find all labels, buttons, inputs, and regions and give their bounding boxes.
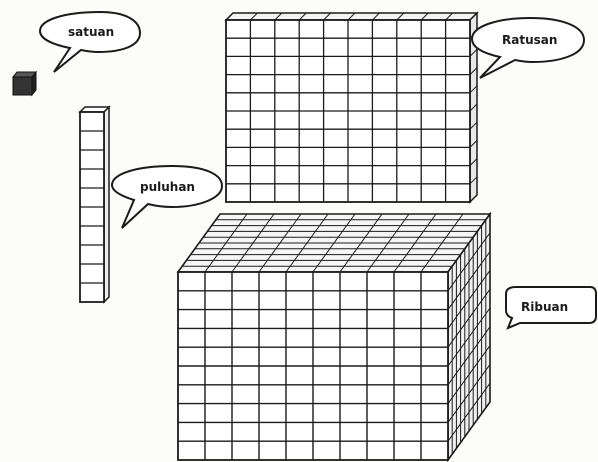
tens-rod xyxy=(80,107,109,302)
bubble-puluhan: puluhan xyxy=(112,166,222,228)
bubble-satuan: satuan xyxy=(40,12,140,72)
bubble-ratusan: Ratusan xyxy=(472,18,584,78)
label-satuan: satuan xyxy=(68,25,114,39)
label-ratusan: Ratusan xyxy=(502,33,557,47)
hundreds-flat xyxy=(226,13,477,202)
label-puluhan: puluhan xyxy=(140,180,195,194)
thousands-cube xyxy=(178,214,490,460)
label-ribuan: Ribuan xyxy=(521,300,568,314)
bubble-ribuan: Ribuan xyxy=(506,287,596,328)
unit-cube xyxy=(13,72,36,95)
